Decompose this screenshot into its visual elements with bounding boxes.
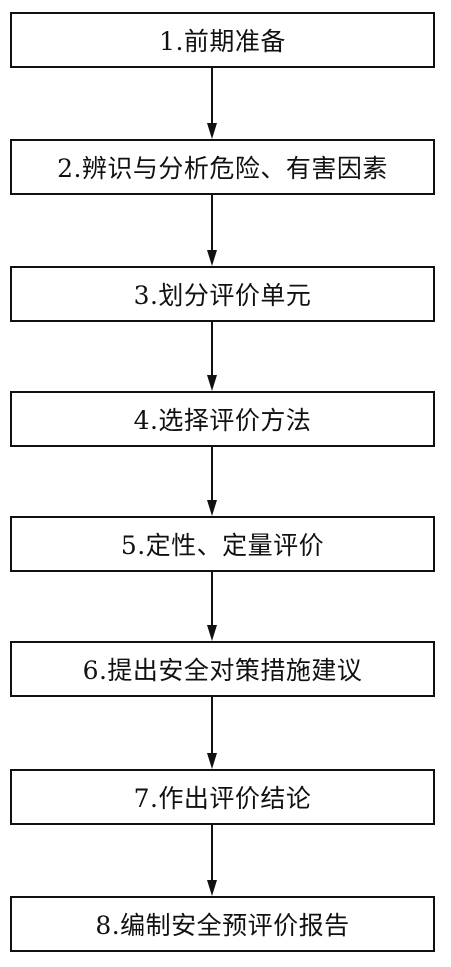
- arrow-head-2: [207, 250, 217, 266]
- step-box-4: 4.选择评价方法: [10, 391, 435, 447]
- arrow-head-6: [207, 753, 217, 769]
- step-box-6: 6.提出安全对策措施建议: [10, 641, 435, 697]
- step-label-1: 1.前期准备: [159, 27, 286, 56]
- step-label-7: 7.作出评价结论: [133, 784, 312, 813]
- step-label-4: 4.选择评价方法: [133, 406, 312, 435]
- step-box-5: 5.定性、定量评价: [10, 516, 435, 572]
- step-box-8: 8.编制安全预评价报告: [10, 896, 435, 952]
- step-label-5: 5.定性、定量评价: [120, 531, 325, 560]
- step-label-3: 3.划分评价单元: [133, 281, 312, 310]
- step-box-1: 1.前期准备: [10, 12, 435, 68]
- arrow-head-4: [207, 500, 217, 516]
- arrow-head-7: [207, 880, 217, 896]
- step-box-3: 3.划分评价单元: [10, 266, 435, 322]
- step-label-2: 2.辨识与分析危险、有害因素: [57, 154, 388, 183]
- arrow-head-1: [207, 123, 217, 139]
- step-label-6: 6.提出安全对策措施建议: [82, 656, 363, 685]
- step-label-8: 8.编制安全预评价报告: [95, 911, 350, 940]
- arrow-head-3: [207, 375, 217, 391]
- step-box-7: 7.作出评价结论: [10, 769, 435, 825]
- step-box-2: 2.辨识与分析危险、有害因素: [10, 139, 435, 195]
- arrow-head-5: [207, 625, 217, 641]
